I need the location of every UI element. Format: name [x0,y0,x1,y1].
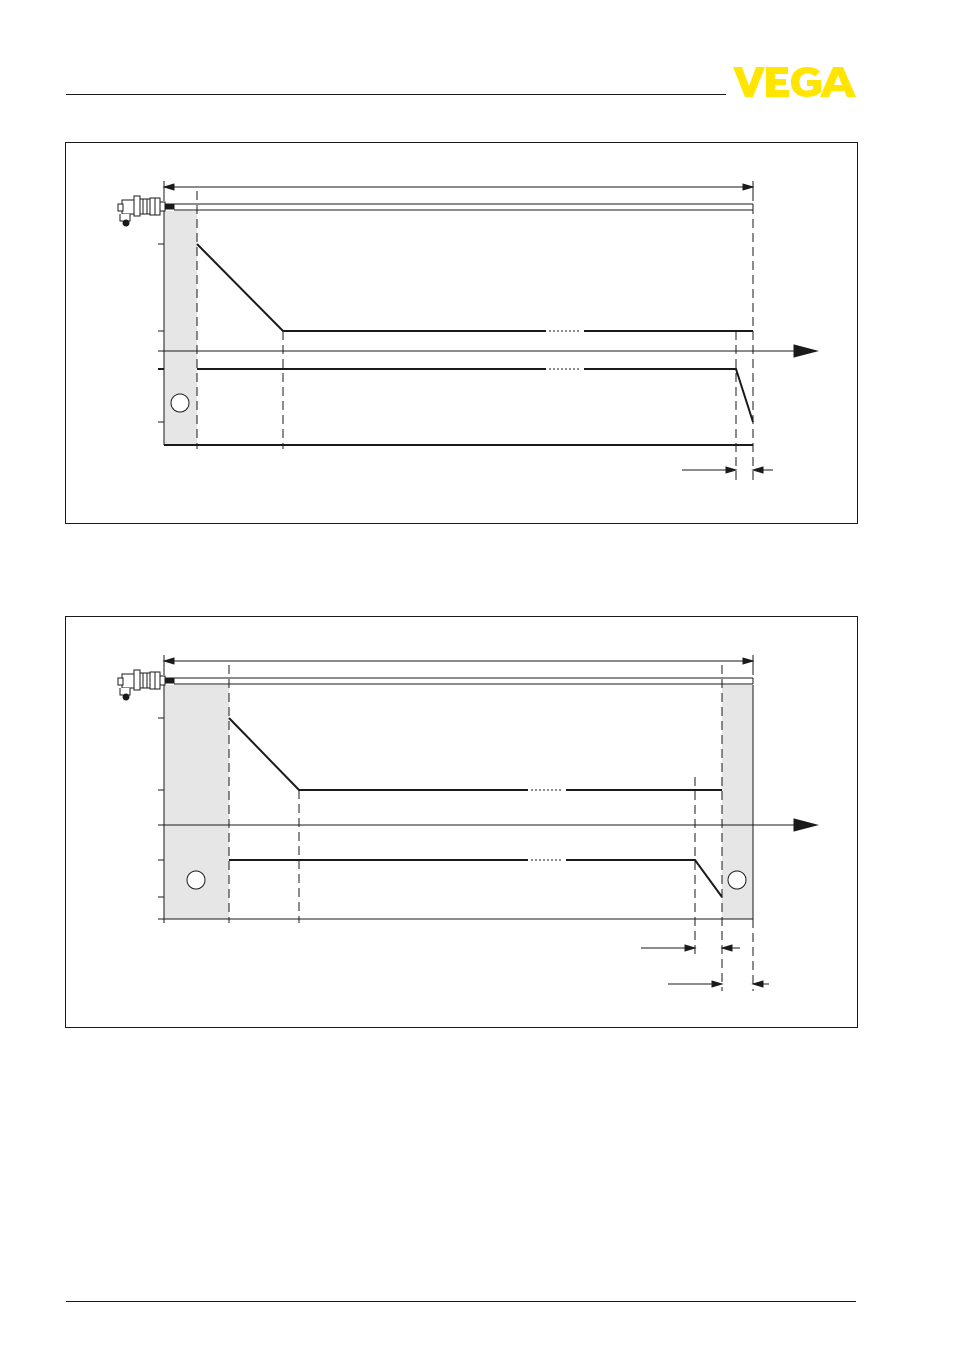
header-rule [66,94,726,95]
horizontal-axis-arrow [158,345,817,357]
horizontal-axis-arrow [158,819,817,831]
vega-logo-graphic [733,66,857,98]
diagram-measuring-range-probe-with-end-zone [66,617,857,1027]
dashed-boundaries [229,665,753,991]
dimension-probe-length [164,181,753,201]
marker-circle-1 [171,394,189,412]
marker-circle-1 [187,871,205,889]
footer-rule [66,1301,856,1302]
probe-rod [174,678,753,684]
figure-1 [65,142,858,524]
characteristic-curve-upper [229,718,722,790]
diagram-measuring-range-rod-probe [66,143,857,523]
characteristic-curve-upper [197,244,753,331]
dimension-end-zone [668,981,769,987]
dashed-boundaries [197,191,753,483]
vertical-axis [158,211,164,445]
characteristic-curve-lower [197,369,753,422]
marker-circle-2 [728,871,746,889]
dimension-probe-length [164,655,753,675]
probe-rod [174,204,753,210]
figure-2 [65,616,858,1028]
dimension-end-zone [682,467,773,473]
dimension-linearity-zone [641,945,740,951]
vertical-axis [158,685,164,923]
characteristic-curve-lower [229,860,722,897]
vega-logo: VEGA [733,66,857,98]
